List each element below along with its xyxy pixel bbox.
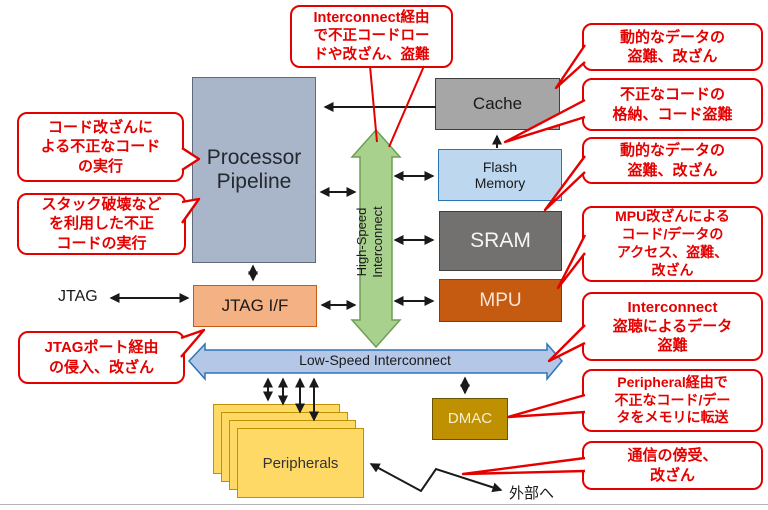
jtag-port-label: JTAG — [58, 288, 98, 305]
high-speed-interconnect-label: High-Speed Interconnect — [354, 206, 386, 278]
callout-interconnect-code-load: Interconnect経由 で不正コードロー ドや改ざん、盗難 — [290, 5, 453, 68]
callout-stack-destruction: スタック破壊など を利用した不正 コードの実行 — [17, 193, 186, 255]
peripherals-block: Peripherals — [237, 428, 364, 498]
pointer-interconnect-load-1 — [369, 65, 378, 143]
to-external-label: 外部へ — [509, 485, 555, 502]
low-speed-interconnect-label: Low-Speed Interconnect — [299, 352, 451, 368]
callout-cache-data-theft: 動的なデータの 盗難、改ざん — [582, 23, 763, 71]
tail-cache-data-theft — [554, 44, 586, 90]
tail-interconnect-sniffing — [547, 324, 586, 363]
flash-memory-block: Flash Memory — [438, 149, 562, 201]
processor-pipeline-block: Processor Pipeline — [192, 77, 316, 263]
tail-comm-interception — [461, 456, 586, 476]
callout-mpu-tampering: MPU改ざんによる コード/データの アクセス、盗難、 改ざん — [582, 206, 763, 282]
callout-comm-interception: 通信の傍受、 改ざん — [582, 441, 763, 490]
sram-block: SRAM — [439, 211, 562, 271]
callout-peripheral-transfer: Peripheral経由で 不正なコード/デー タをメモリに転送 — [582, 369, 763, 432]
dmac-block: DMAC — [432, 398, 508, 440]
mpu-block: MPU — [439, 279, 562, 322]
pointer-interconnect-load-2 — [388, 65, 425, 148]
callout-flash-code-store: 不正なコードの 格納、コード盗難 — [582, 78, 763, 131]
callout-interconnect-sniffing: Interconnect 盗聴によるデータ 盗難 — [582, 292, 763, 361]
callout-jtag-port-intrusion: JTAGポート経由 の侵入、改ざん — [18, 331, 185, 384]
page-bottom-rule — [0, 504, 768, 505]
tail-peripheral-transfer — [506, 393, 586, 419]
jtag-interface-block: JTAG I/F — [193, 285, 317, 327]
tail-mpu-tampering — [556, 234, 587, 290]
callout-sram-data-theft: 動的なデータの 盗難、改ざん — [582, 137, 763, 184]
cache-block: Cache — [435, 78, 560, 130]
arrow-peripherals-external-zigzag — [369, 463, 503, 493]
callout-code-tampering: コード改ざんに よる不正なコード の実行 — [17, 112, 184, 182]
